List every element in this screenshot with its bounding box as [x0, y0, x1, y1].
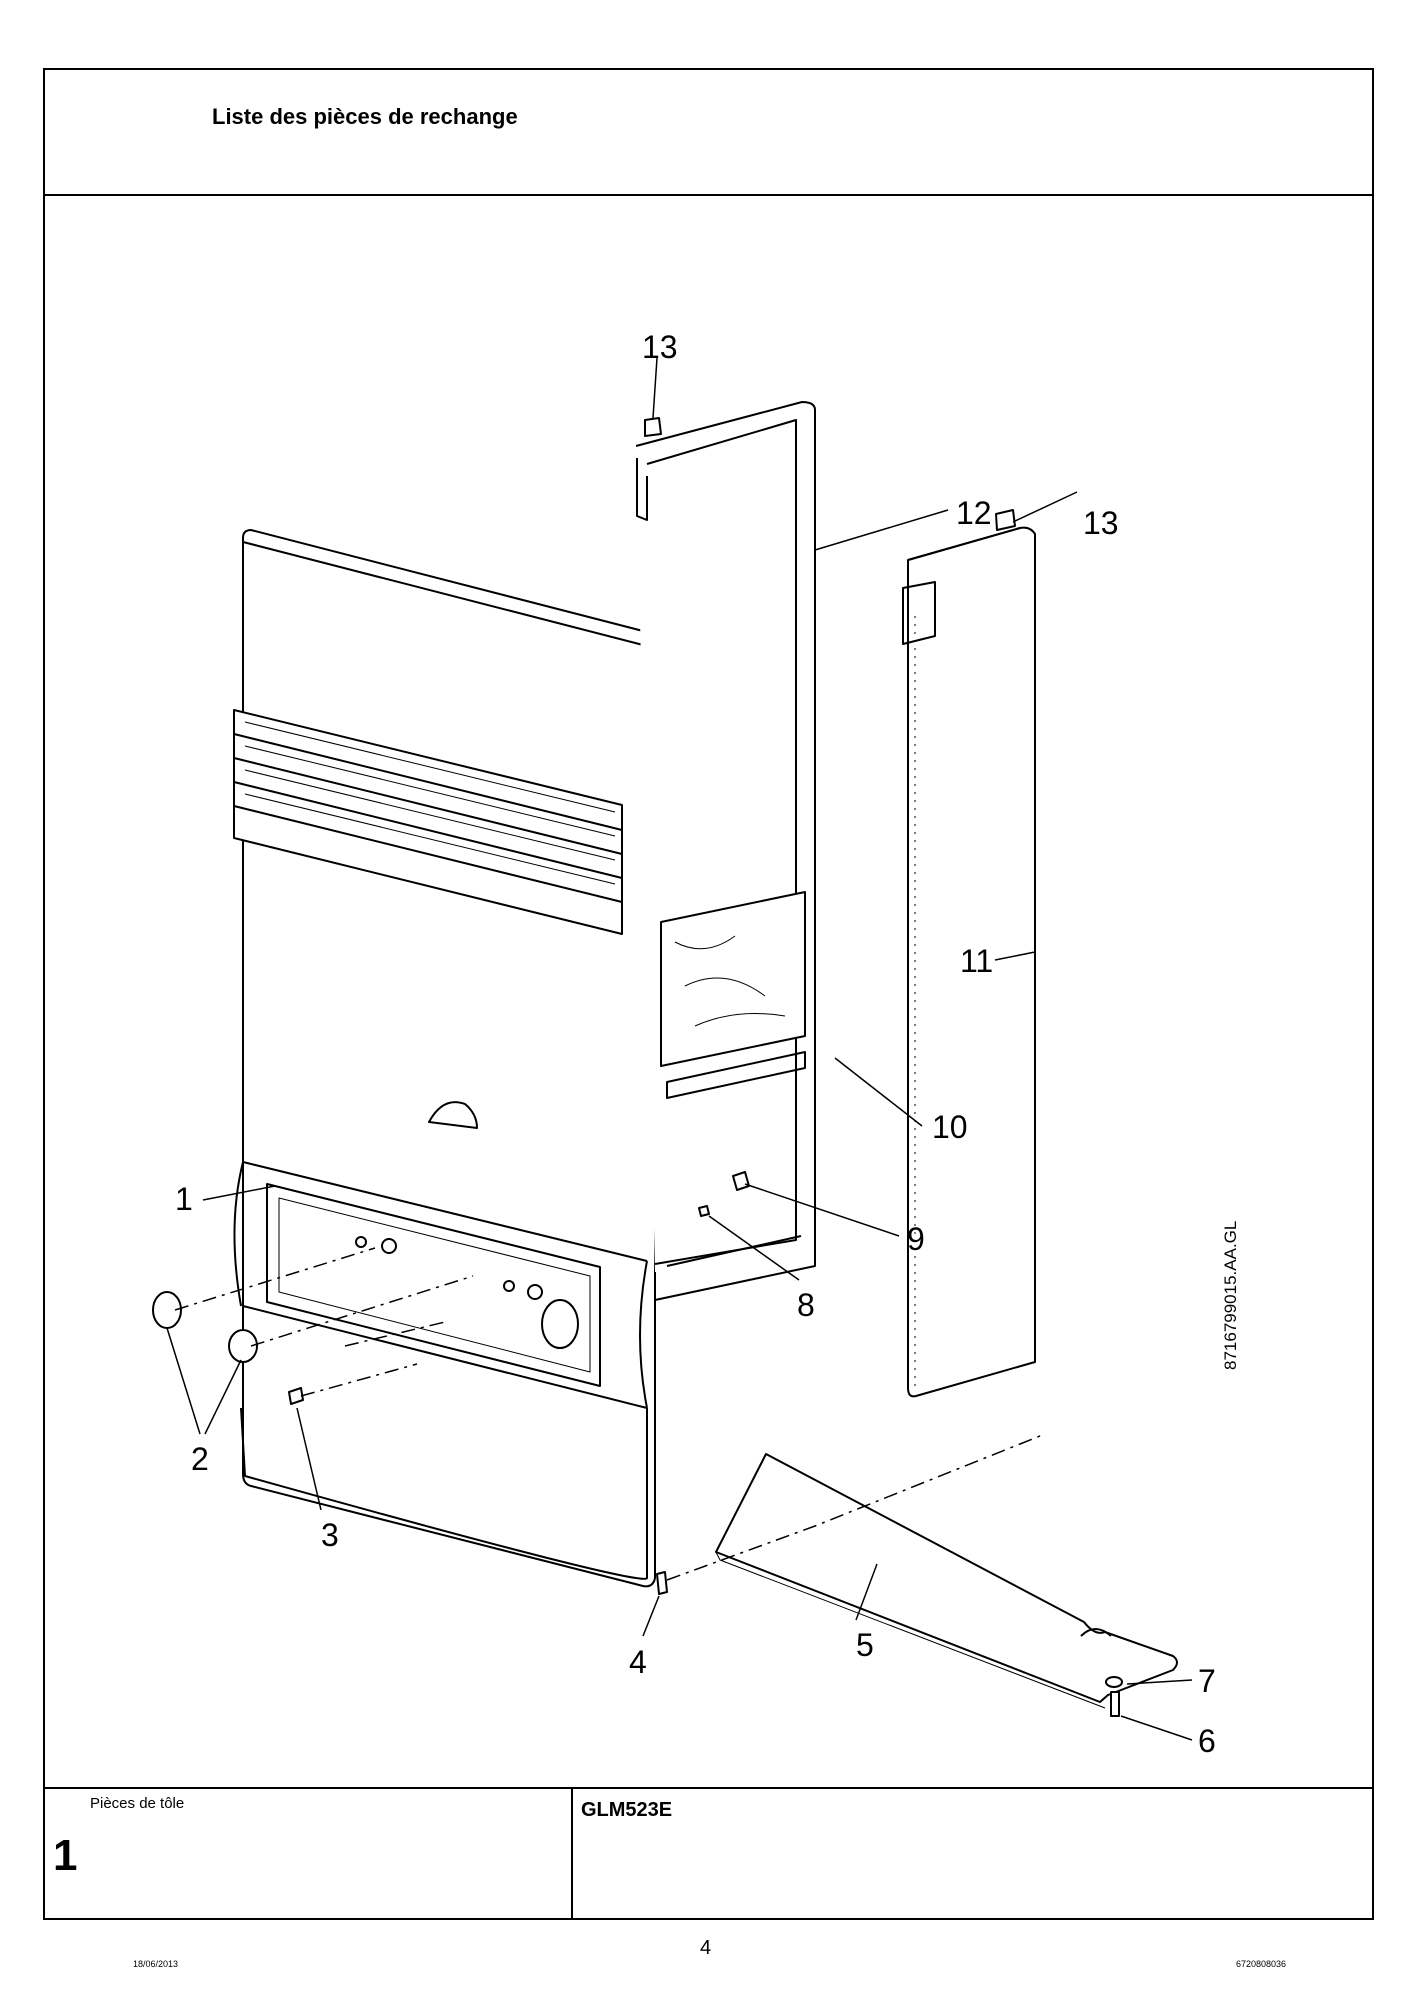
- exploded-view-svg: 1 2 3 4 5 6 7 8 9 10 11 12 13 13 8716799…: [152, 329, 1240, 1759]
- part-label: 9: [907, 1221, 925, 1257]
- part-number-labels: 1 2 3 4 5 6 7 8 9 10 11 12 13 13: [175, 329, 1216, 1759]
- page-title: Liste des pièces de rechange: [212, 104, 518, 129]
- header-row: Liste des pièces de rechange: [45, 70, 1372, 196]
- footer-caption: Pièces de tôle: [90, 1795, 185, 1812]
- drawing-reference-code: 8716799015.AA.GL: [1221, 1221, 1240, 1370]
- leader-lines: [166, 357, 1193, 1741]
- part-label: 3: [321, 1517, 339, 1553]
- footer-model: GLM523E: [581, 1799, 673, 1821]
- side-panel-part: [902, 526, 1036, 1398]
- print-date: 18/06/2013: [133, 1959, 179, 1969]
- part-label: 4: [629, 1644, 647, 1680]
- part-label: 2: [191, 1441, 209, 1477]
- footer-group-number: 1: [53, 1831, 78, 1880]
- part-label: 12: [956, 495, 992, 531]
- small-parts: [152, 417, 1123, 1717]
- part-label: 13: [642, 329, 678, 365]
- front-casing-part: [233, 529, 656, 1588]
- part-label: 7: [1198, 1663, 1216, 1699]
- footer-row: Pièces de tôle 1 GLM523E: [45, 1787, 1372, 1920]
- part-label: 5: [856, 1627, 874, 1663]
- part-label: 8: [797, 1287, 815, 1323]
- part-label: 11: [960, 943, 993, 979]
- bottom-plate-part: [715, 1453, 1178, 1709]
- footer-left-cell: Pièces de tôle 1: [45, 1789, 573, 1920]
- exploded-view-drawing: 1 2 3 4 5 6 7 8 9 10 11 12 13 13 8716799…: [45, 196, 1372, 1787]
- part-label: 13: [1083, 505, 1119, 541]
- part-label: 1: [175, 1181, 193, 1217]
- page-number: 4: [700, 1937, 712, 1959]
- rear-frame-part: [635, 401, 816, 1301]
- part-label: 10: [932, 1109, 968, 1145]
- part-label: 6: [1198, 1723, 1216, 1759]
- assembly-lines: [174, 1247, 1046, 1581]
- page-frame: Liste des pièces de rechange: [43, 68, 1374, 1920]
- document-code: 6720808036: [1236, 1959, 1287, 1969]
